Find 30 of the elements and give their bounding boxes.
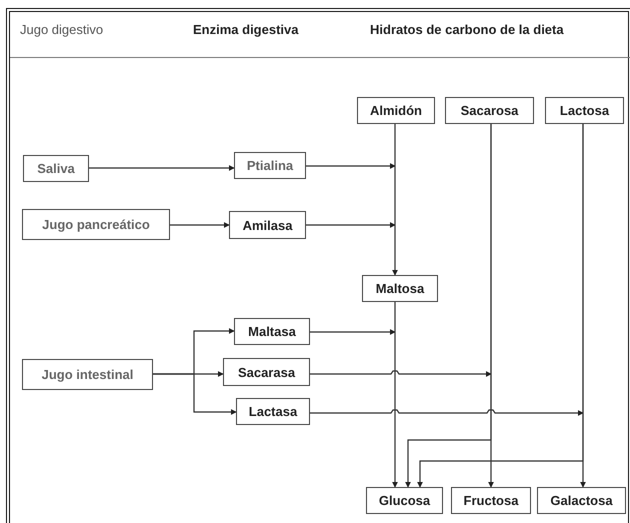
term-box: Fructosa [451,487,531,514]
column-heading: Enzima digestiva [193,22,298,37]
term-box: Maltasa [234,318,310,345]
column-heading: Hidratos de carbono de la dieta [370,22,564,37]
term-box: Galactosa [537,487,626,514]
arrow [310,370,492,377]
arrow [306,222,396,228]
term-box: Jugo pancreático [22,209,170,240]
arrow [392,302,398,488]
term-box: Lactasa [236,398,310,425]
term-box: Maltosa [362,275,438,302]
column-heading: Jugo digestivo [20,22,104,37]
term-box: Saliva [23,155,89,182]
term-box: Glucosa [366,487,443,514]
arrow [89,165,235,171]
term-box: Amilasa [229,211,306,239]
arrow [170,222,230,228]
term-box: Sacarosa [445,97,534,124]
arrow [310,409,584,416]
arrow [392,124,398,276]
term-box: Ptialina [234,152,306,179]
term-box: Sacarasa [223,358,310,386]
arrow [306,163,396,169]
term-box: Jugo intestinal [22,359,153,390]
term-box: Almidón [357,97,435,124]
arrow [405,124,492,488]
arrow [153,373,237,415]
term-box: Lactosa [545,97,624,124]
arrow [417,124,584,488]
arrow [310,329,396,335]
